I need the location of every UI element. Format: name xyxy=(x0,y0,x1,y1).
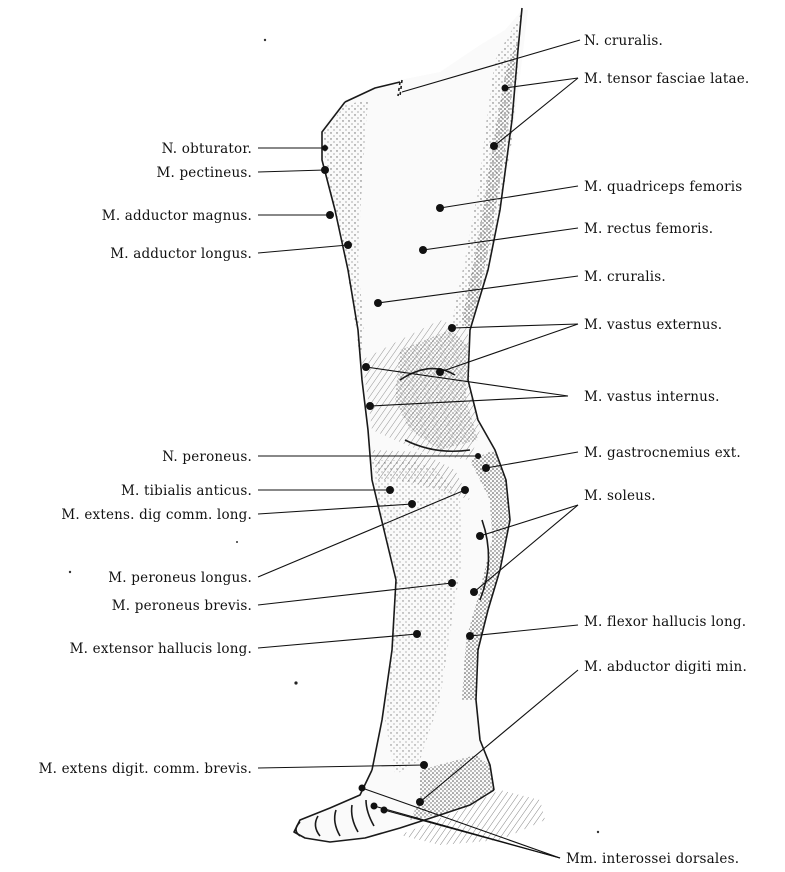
label-m-quadriceps-femoris: M. quadriceps femoris xyxy=(584,179,742,195)
point-n-obturator xyxy=(322,145,328,151)
label-m-pectineus: M. pectineus. xyxy=(156,165,252,181)
labels-left: N. obturator. M. pectineus. M. adductor … xyxy=(39,141,252,777)
label-m-gastrocnemius-ext: M. gastrocnemius ext. xyxy=(584,445,741,461)
labels-right: N. cruralis. M. tensor fasciae latae. M.… xyxy=(566,33,749,867)
point-adductor-magnus xyxy=(326,211,334,219)
point-peroneus-brevis xyxy=(448,579,456,587)
label-n-obturator: N. obturator. xyxy=(162,141,252,157)
point-interossei-c xyxy=(381,807,388,814)
label-n-cruralis: N. cruralis. xyxy=(584,33,663,49)
label-m-flexor-hallucis-long: M. flexor hallucis long. xyxy=(584,614,746,630)
label-n-peroneus: N. peroneus. xyxy=(162,449,252,465)
point-pectineus xyxy=(321,166,329,174)
label-m-vastus-internus: M. vastus internus. xyxy=(584,389,720,405)
leg-drawing xyxy=(294,8,545,845)
point-rectus xyxy=(419,246,427,254)
point-vastus-ext-a xyxy=(448,324,456,332)
leader-pectineus xyxy=(258,170,325,172)
label-m-adductor-longus: M. adductor longus. xyxy=(110,246,252,262)
label-m-extens-dig-comm-long: M. extens. dig comm. long. xyxy=(61,507,252,523)
point-vastus-ext-b xyxy=(436,368,444,376)
leader-flexor xyxy=(470,625,578,636)
point-tensor-b xyxy=(490,142,498,150)
point-tibialis xyxy=(386,486,394,494)
label-m-tensor-fasciae-latae: M. tensor fasciae latae. xyxy=(584,71,749,87)
label-m-rectus-femoris: M. rectus femoris. xyxy=(584,221,713,237)
point-adductor-longus xyxy=(344,241,352,249)
label-m-extens-digit-comm-brevis: M. extens digit. comm. brevis. xyxy=(39,761,252,777)
point-tensor-a xyxy=(502,85,509,92)
leader-adductor-longus xyxy=(258,245,348,253)
point-interossei-a xyxy=(359,785,366,792)
point-abductor xyxy=(416,798,424,806)
label-mm-interossei-dorsales: Mm. interossei dorsales. xyxy=(566,851,739,867)
point-vastus-int-b xyxy=(366,402,374,410)
point-extensor-hallucis xyxy=(413,630,421,638)
label-m-tibialis-anticus: M. tibialis anticus. xyxy=(121,483,252,499)
point-quadriceps xyxy=(436,204,444,212)
label-m-soleus: M. soleus. xyxy=(584,488,656,504)
point-vastus-int-a xyxy=(362,363,370,371)
point-n-peroneus xyxy=(475,453,481,459)
point-peroneus-longus xyxy=(461,486,469,494)
label-m-peroneus-longus: M. peroneus longus. xyxy=(108,570,252,586)
leader-gastrocnemius xyxy=(486,452,578,468)
point-soleus-a xyxy=(476,532,484,540)
point-extens-digit-brevis xyxy=(420,761,428,769)
label-m-peroneus-brevis: M. peroneus brevis. xyxy=(112,598,252,614)
label-m-extensor-hallucis-long: M. extensor hallucis long. xyxy=(70,641,252,657)
label-m-vastus-externus: M. vastus externus. xyxy=(584,317,722,333)
point-gastrocnemius xyxy=(482,464,490,472)
label-m-abductor-digiti-min: M. abductor digiti min. xyxy=(584,659,747,675)
point-interossei-b xyxy=(371,803,378,810)
label-m-adductor-magnus: M. adductor magnus. xyxy=(102,208,252,224)
point-flexor xyxy=(466,632,474,640)
point-cruralis-m xyxy=(374,299,382,307)
point-soleus-b xyxy=(470,588,478,596)
label-m-cruralis: M. cruralis. xyxy=(584,269,666,285)
point-extens-dig-long xyxy=(408,500,416,508)
